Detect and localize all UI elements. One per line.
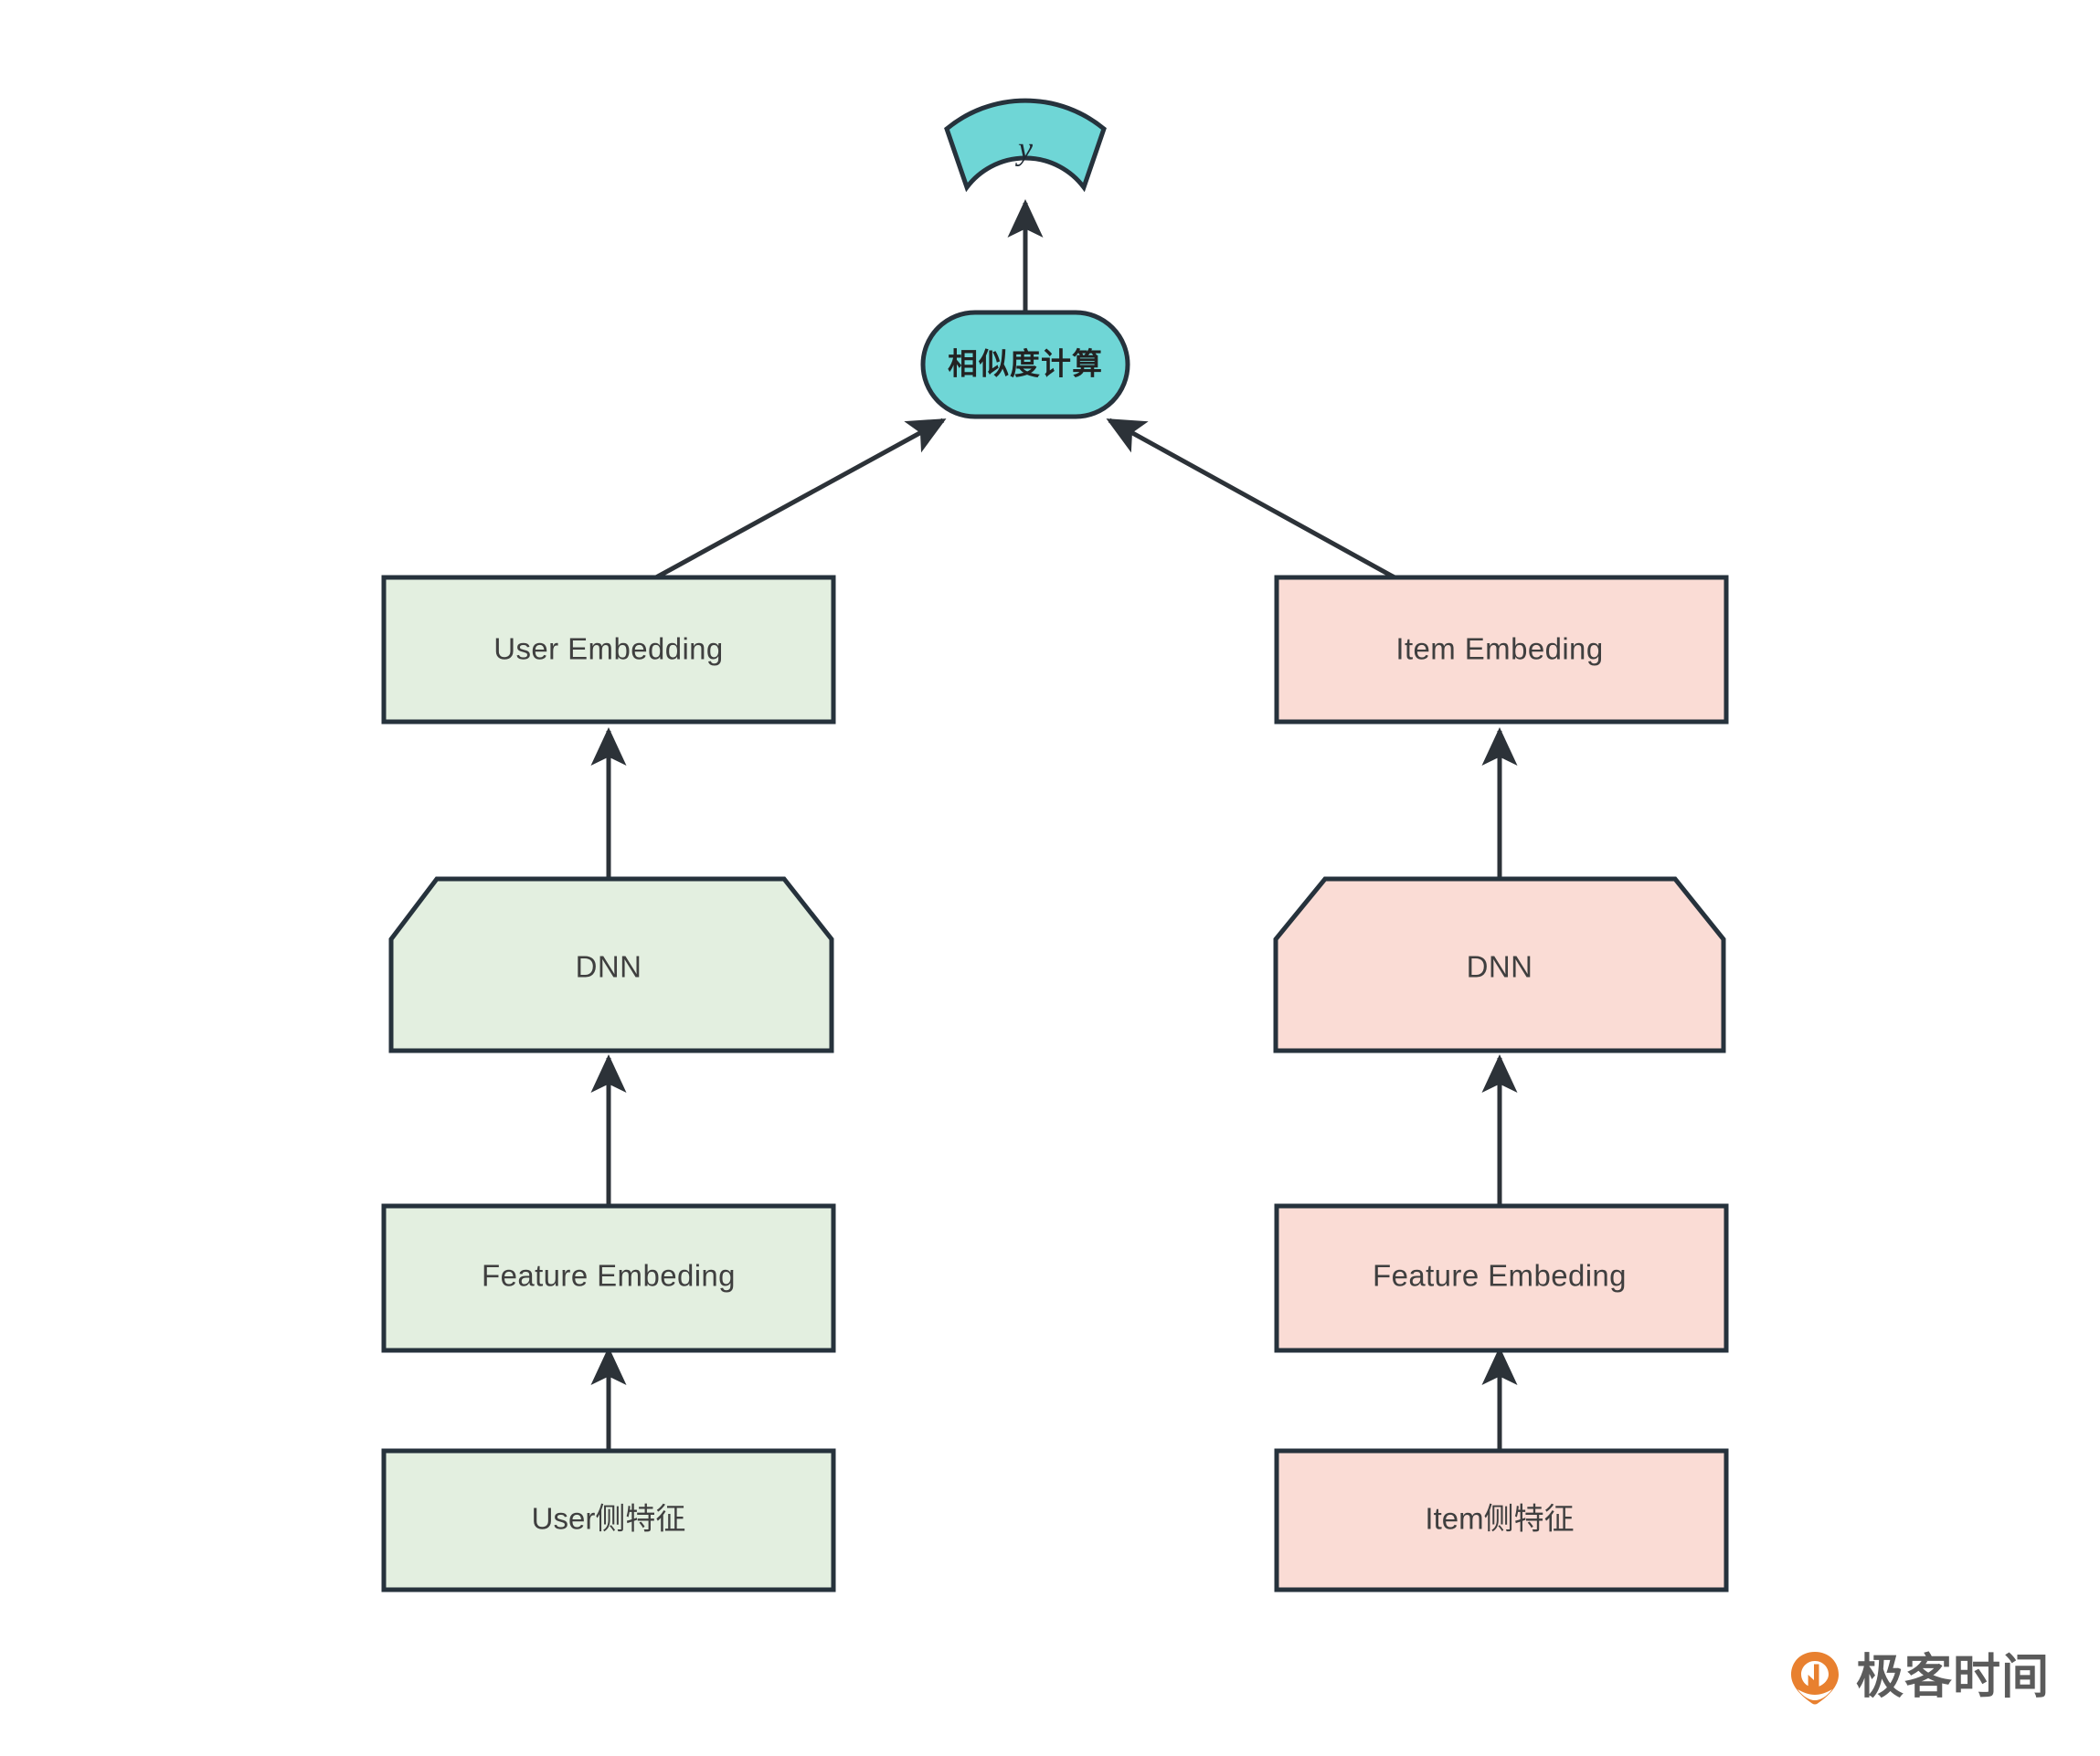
node-user-feature-embeding-shape [381, 1203, 836, 1353]
edge-item-embeding-to-merge [1106, 418, 1396, 580]
output-node[interactable]: y [944, 98, 1107, 193]
node-user-features-shape [381, 1448, 836, 1592]
node-user-embedding-label: User Embedding [493, 632, 723, 666]
node-item-feature-embeding-label: Feature Embeding [1373, 1259, 1627, 1293]
merge-node[interactable]: 相似度计算 [920, 310, 1130, 419]
node-item-dnn-label: DNN [1467, 950, 1533, 984]
node-item-feature-embeding-shape [1274, 1203, 1729, 1353]
edges-layer [590, 198, 1518, 1451]
node-user-feature-embeding-label: Feature Embeding [482, 1259, 736, 1293]
item-tower: Item Embeding DNN Feature Embeding Item侧… [1273, 575, 1729, 1592]
output-node-shape [944, 98, 1107, 193]
node-user-dnn[interactable]: DNN [388, 876, 834, 1053]
edge-user-embedding-to-merge [654, 418, 947, 580]
node-item-features-shape [1274, 1448, 1729, 1592]
output-node-label: y [1015, 130, 1033, 166]
node-user-features[interactable]: User侧特征 [381, 1448, 836, 1592]
node-user-features-label: User侧特征 [532, 1502, 686, 1536]
node-item-embeding[interactable]: Item Embeding [1274, 575, 1729, 725]
watermark-text: 极客时间 [1856, 1651, 2051, 1704]
merge-node-label: 相似度计算 [948, 347, 1103, 381]
node-item-dnn-shape [1273, 876, 1726, 1053]
node-user-feature-embeding[interactable]: Feature Embeding [381, 1203, 836, 1353]
node-item-dnn[interactable]: DNN [1273, 876, 1726, 1053]
node-item-features-label: Item侧特征 [1425, 1502, 1574, 1536]
watermark-logo: 极客时间 [1787, 1649, 2050, 1706]
node-item-feature-embeding[interactable]: Feature Embeding [1274, 1203, 1729, 1353]
node-user-dnn-shape [388, 876, 834, 1053]
user-tower: User Embedding DNN Feature Embeding User… [381, 575, 836, 1592]
node-item-embeding-shape [1274, 575, 1729, 725]
node-user-embedding-shape [381, 575, 836, 725]
merge-node-shape [920, 310, 1130, 419]
node-item-features[interactable]: Item侧特征 [1274, 1448, 1729, 1592]
node-item-embeding-label: Item Embeding [1395, 632, 1603, 666]
geek-time-pin-icon [1787, 1649, 1843, 1706]
node-user-dnn-label: DNN [576, 950, 642, 984]
node-user-embedding[interactable]: User Embedding [381, 575, 836, 725]
